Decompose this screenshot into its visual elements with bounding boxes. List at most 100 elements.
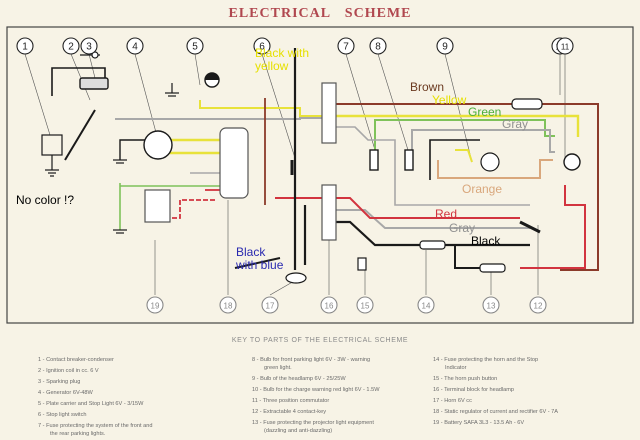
wire-gen-ground: [119, 139, 150, 160]
key-item: 13 - Fuse protecting the projector light…: [252, 418, 380, 429]
headlamp-bulb-symbol: [480, 152, 500, 172]
callout-top-circle-8: [369, 37, 387, 55]
wire-black-headlamp: [429, 139, 480, 180]
wire-black: [335, 220, 530, 247]
callout-bottom-label-12: 12: [534, 302, 543, 311]
label-gray-bottom: Gray: [449, 221, 476, 235]
key-item-text: Generator 6V-48W: [46, 390, 93, 396]
key-item-text: Bulb of the headlamp 6V - 25/25W: [260, 376, 346, 382]
label-yellow: Yellow: [432, 93, 467, 107]
callout-top-label-7: 7: [343, 42, 349, 53]
key-item: 8 - Bulb for front parking light 6V - 3W…: [252, 355, 380, 366]
key-column-3: 14 - Fuse protecting the horn and the St…: [433, 355, 558, 429]
key-item-text: Horn 6V cc: [444, 398, 472, 404]
fuse-10: [511, 98, 543, 110]
label-orange: Orange: [462, 182, 503, 196]
key-item-text: Extractable 4 contact-key: [263, 409, 327, 415]
callout-bottom-label-16: 16: [325, 302, 334, 311]
callouts-top: 1234567891011: [16, 37, 574, 55]
callout-bottom-circle-18: [219, 296, 237, 314]
key-item-text: Sparking plug: [46, 379, 81, 385]
key-item-number: 10 -: [252, 387, 264, 393]
key-item: 11 - Three position commutator: [252, 396, 380, 407]
key-item-number: 4 -: [38, 390, 47, 396]
callout-top-circle-2: [62, 37, 80, 55]
key-item: 15 - The horn push button: [433, 374, 558, 385]
key-column-2: 8 - Bulb for front parking light 6V - 3W…: [252, 355, 380, 437]
label-brown: Brown: [410, 80, 445, 94]
key-item-text: Contact breaker-condenser: [46, 357, 114, 363]
black-blue-pointer: [234, 257, 281, 269]
label-red: Red: [435, 207, 458, 221]
key-title: KEY TO PARTS OF THE ELECTRICAL SCHEME: [231, 337, 409, 344]
fuse-8: [404, 149, 414, 171]
callout-top-label-6: 6: [259, 42, 265, 53]
key-item-text: Fuse protecting the system of the front …: [46, 423, 153, 429]
wire-gray-main: [115, 117, 335, 120]
key-item-text: The horn push button: [444, 376, 498, 382]
terminal-block-top: [321, 82, 337, 144]
key-item: 7 - Fuse protecting the system of the fr…: [38, 421, 152, 432]
callout-top-label-11: 11: [561, 43, 570, 52]
callout-bottom-label-18: 18: [224, 302, 233, 311]
wire-black-coil: [51, 67, 106, 96]
callout-top-label-3: 3: [86, 42, 92, 53]
key-item-text: Static regulator of current and rectifie…: [444, 409, 558, 415]
callout-bottom-label-15: 15: [361, 302, 370, 311]
key-item-text: Ignition coil in cc. 6 V: [46, 368, 99, 374]
callout-bottom-circle-16: [320, 296, 338, 314]
key-item-continuation: the rear parking lights.: [50, 431, 106, 437]
fuse-7: [369, 149, 379, 171]
key-item-number: 11 -: [252, 398, 263, 404]
wire-brown: [335, 103, 599, 271]
key-item: 19 - Battery SAFA 3L3 - 13.5 Ah - 6V: [433, 418, 558, 429]
callout-bottom-label-13: 13: [487, 302, 496, 311]
callout-bottom-circle-13: [482, 296, 500, 314]
ground-icon-4: [113, 159, 127, 164]
callout-bottom-circle-19: [146, 296, 164, 314]
terminal-block-bottom: [321, 184, 337, 241]
key-item-number: 7 -: [38, 423, 47, 429]
key-item: 2 - Ignition coil in cc. 6 V: [38, 366, 152, 377]
horn-button-symbol: [357, 257, 367, 271]
callout-bottom-label-14: 14: [422, 302, 431, 311]
label-black: Black: [471, 234, 501, 248]
callout-top-label-2: 2: [68, 42, 74, 53]
battery-symbol: [144, 189, 171, 223]
callout-top-circle-9: [436, 37, 454, 55]
label-black-with-yellow-text: Black with yellow: [255, 46, 310, 73]
callout-top-label-9: 9: [442, 42, 448, 53]
wire-green: [374, 119, 555, 150]
wire-red-battery: [172, 199, 215, 219]
key-item-text: Bulb for the charge warning red light 6V…: [263, 387, 380, 393]
key-item-number: 1 -: [38, 357, 47, 363]
wire-red-right: [520, 185, 586, 269]
key-item-number: 18 -: [433, 409, 445, 415]
key-item: 1 - Contact breaker-condenser: [38, 355, 152, 366]
key-item-text: Fuse protecting the projector light equi…: [263, 420, 374, 426]
label-no-color: No color !?: [16, 193, 75, 207]
key-item-number: 13 -: [252, 420, 264, 426]
key-item-text: Terminal block for headlamp: [444, 387, 515, 393]
callout-top-circle-7: [337, 37, 355, 55]
label-green: Green: [468, 105, 502, 119]
key-item: 17 - Horn 6V cc: [433, 396, 558, 407]
key-item-continuation: (dazzling and anti-dazzling): [264, 428, 333, 434]
wire-gray-top: [411, 129, 555, 153]
wire-orange: [437, 159, 553, 179]
key-item: 12 - Extractable 4 contact-key: [252, 407, 380, 418]
callout-top-circle-3: [80, 37, 98, 55]
key-item-text: Fuse protecting the horn and the Stop: [444, 357, 539, 363]
callout-top-label-1: 1: [22, 42, 28, 53]
callout-top-circle-11: [556, 37, 574, 55]
wire-gray-mid: [335, 126, 530, 206]
callout-top-circle-6: [253, 37, 271, 55]
callout-bottom-circle-15: [356, 296, 374, 314]
fuse-13: [479, 263, 506, 273]
key-item: 9 - Bulb of the headlamp 6V - 25/25W: [252, 374, 380, 385]
wire-yellow: [335, 114, 580, 137]
callout-bottom-circle-12: [529, 296, 547, 314]
key-item-number: 9 -: [252, 376, 261, 382]
ignition-coil-symbol: [79, 77, 109, 90]
